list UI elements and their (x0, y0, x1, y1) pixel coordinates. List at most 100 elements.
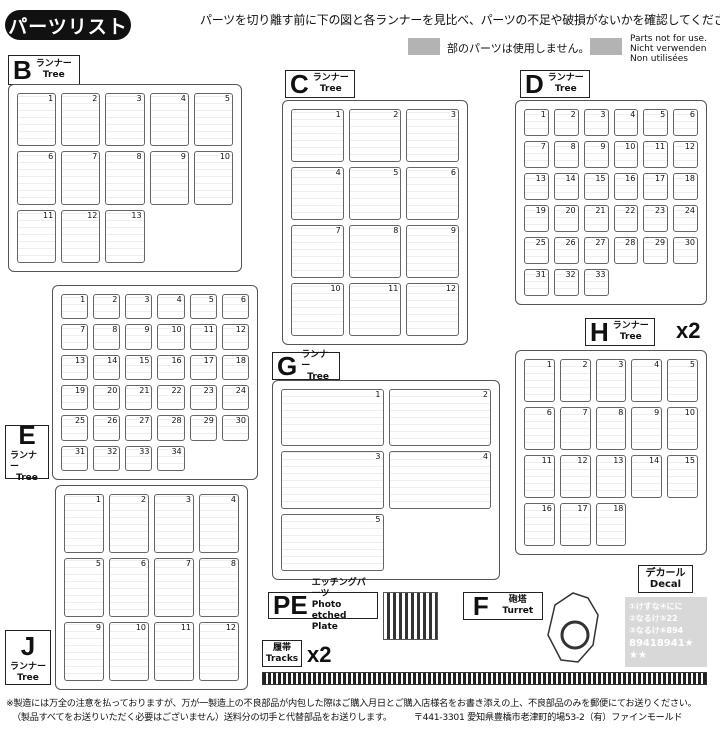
part-b-9: 9 (149, 151, 189, 205)
part-h-1: 1 (524, 359, 555, 402)
part-number: 17 (654, 174, 666, 183)
part-e-18: 18 (221, 354, 249, 380)
legend-en-block: Parts not for use. Nicht verwenden Non u… (630, 34, 707, 64)
part-d-12: 12 (673, 141, 698, 168)
part-d-9: 9 (583, 141, 609, 168)
part-d-23: 23 (643, 205, 669, 232)
part-h-3: 3 (595, 359, 627, 402)
part-number: 4 (482, 452, 488, 462)
part-e-6: 6 (221, 294, 249, 320)
runner-en: Tree (16, 473, 38, 483)
part-e-3: 3 (125, 294, 153, 320)
decal-sheet: ①けすな④にに ②なるけ⑤22 ③なるけ⑥894 89418941★ ★★ (625, 597, 707, 667)
part-b-12: 12 (61, 209, 101, 263)
part-c-12: 12 (406, 283, 459, 336)
part-number: 34 (171, 446, 182, 456)
decal-line: ①けすな④にに (629, 602, 683, 611)
part-number: 22 (171, 385, 182, 395)
part-e-16: 16 (157, 354, 185, 380)
part-h-13: 13 (595, 455, 627, 498)
part-number: 26 (565, 238, 576, 247)
part-number: 2 (482, 390, 488, 399)
part-e-31: 31 (61, 445, 89, 471)
part-c-8: 8 (348, 225, 402, 278)
part-j-11: 11 (154, 622, 194, 681)
part-number: 23 (654, 206, 666, 215)
part-number: 2 (570, 110, 576, 119)
part-number: 3 (185, 495, 191, 504)
part-d-27: 27 (583, 237, 609, 264)
part-h-7: 7 (559, 407, 591, 450)
part-e-15: 15 (125, 354, 153, 380)
part-number: 5 (375, 514, 381, 524)
part-j-1: 1 (64, 494, 104, 553)
part-number: 4 (180, 94, 186, 103)
part-number: 10 (684, 408, 695, 417)
part-number: 10 (135, 623, 146, 632)
part-number: 29 (203, 416, 214, 426)
part-c-2: 2 (348, 109, 402, 162)
part-number: 13 (131, 210, 142, 220)
runner-jp: ランナー (612, 321, 649, 331)
part-number: 2 (393, 110, 399, 119)
part-number: 7 (540, 142, 546, 151)
part-d-13: 13 (524, 173, 549, 200)
part-number: 8 (112, 325, 118, 335)
part-c-5: 5 (348, 167, 402, 220)
decal-line: ③なるけ⑥894 (629, 626, 684, 635)
part-b-2: 2 (61, 93, 101, 147)
part-e-30: 30 (221, 415, 249, 441)
part-d-3: 3 (583, 109, 609, 136)
part-h-10: 10 (667, 407, 698, 450)
part-d-28: 28 (613, 237, 639, 264)
part-number: 8 (393, 226, 399, 235)
part-e-34: 34 (157, 445, 185, 471)
part-h-16: 16 (524, 503, 555, 546)
part-number: 30 (684, 238, 695, 247)
part-number: 15 (139, 355, 150, 365)
part-h-12: 12 (559, 455, 591, 498)
part-d-1: 1 (524, 109, 549, 136)
runner-en: Tree (307, 371, 330, 382)
part-e-11: 11 (189, 324, 217, 350)
part-number: 7 (335, 226, 341, 235)
part-g-5: 5 (281, 513, 384, 571)
tree-letter: J (20, 631, 36, 661)
part-number: 8 (230, 559, 236, 568)
part-number: 11 (180, 623, 191, 632)
part-d-29: 29 (643, 237, 669, 264)
part-number: 1 (375, 390, 381, 399)
tracks-jp: 履帯 (272, 642, 291, 653)
part-j-5: 5 (64, 558, 104, 617)
part-e-14: 14 (93, 354, 121, 380)
runner-en: Tree (17, 673, 39, 683)
part-number: 9 (144, 325, 150, 335)
part-e-10: 10 (157, 324, 185, 350)
part-d-5: 5 (643, 109, 669, 136)
part-number: 1 (95, 495, 101, 504)
part-h-11: 11 (524, 455, 555, 498)
part-e-28: 28 (157, 415, 185, 441)
part-number: 21 (595, 206, 606, 215)
runner-en: Tree (554, 84, 577, 94)
part-d-2: 2 (553, 109, 579, 136)
part-number: 19 (74, 385, 86, 395)
part-e-9: 9 (125, 324, 153, 350)
part-e-22: 22 (157, 384, 185, 411)
part-h-5: 5 (667, 359, 698, 402)
part-number: 10 (625, 142, 636, 151)
part-number: 15 (595, 174, 606, 183)
part-j-8: 8 (199, 558, 239, 617)
runner-en: Tree (42, 70, 65, 80)
part-d-10: 10 (613, 141, 639, 168)
part-number: 3 (375, 452, 381, 462)
part-b-8: 8 (105, 151, 145, 205)
turret-letter: F (472, 590, 489, 621)
